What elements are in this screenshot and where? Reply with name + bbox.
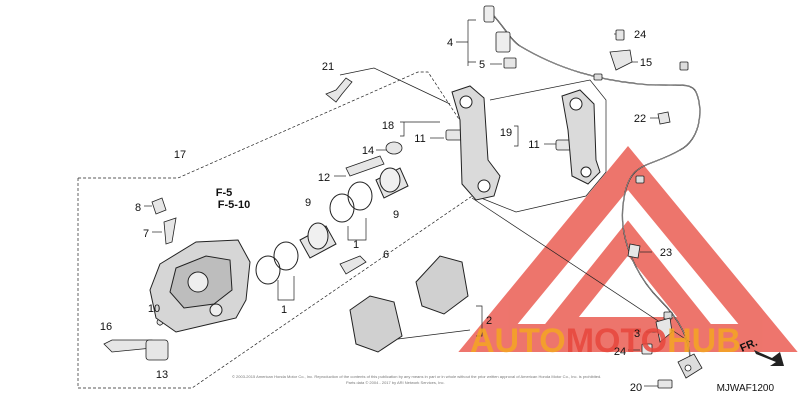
caliper-body: [149, 239, 251, 333]
callout-3[interactable]: 3: [634, 328, 640, 340]
fasteners: [103, 29, 673, 389]
callout-7[interactable]: 7: [143, 228, 149, 240]
callout-20[interactable]: 20: [630, 382, 642, 394]
callout-4[interactable]: 4: [447, 37, 453, 49]
callout-16[interactable]: 16: [100, 321, 112, 333]
callout-9a[interactable]: 9: [305, 197, 311, 209]
callout-22[interactable]: 22: [634, 113, 646, 125]
diagram-code: MJWAF1200: [717, 383, 775, 394]
callout-23[interactable]: 23: [660, 247, 672, 259]
watermark-moto: MOTO: [566, 322, 667, 360]
brake-pads: [349, 255, 469, 353]
ref-label-f5-10[interactable]: F-5-10: [218, 199, 250, 211]
watermark-text: AUTOMOTOHUB: [470, 322, 741, 360]
svg-text:AUTOMOTOHUB: AUTOMOTOHUB: [470, 322, 741, 360]
callout-1a[interactable]: 1: [281, 304, 287, 316]
caliper-bracket-19: [561, 89, 601, 185]
callout-5[interactable]: 5: [479, 59, 485, 71]
ref-label-f5[interactable]: F-5: [216, 187, 233, 199]
sensor-connector-4: [483, 5, 511, 53]
callout-24b[interactable]: 24: [614, 346, 626, 358]
callout-17[interactable]: 17: [174, 149, 186, 161]
callout-1b[interactable]: 1: [353, 239, 359, 251]
watermark-triangle: [458, 145, 798, 352]
copyright-line-1: © 2003-2015 American Honda Motor Co., In…: [232, 374, 601, 379]
callout-24a[interactable]: 24: [634, 29, 646, 41]
callout-8[interactable]: 8: [135, 202, 141, 214]
callout-12[interactable]: 12: [318, 172, 330, 184]
speed-sensor-head: [677, 353, 703, 379]
callout-14[interactable]: 14: [362, 145, 374, 157]
wire-clips: [593, 61, 689, 320]
callout-13[interactable]: 13: [156, 369, 168, 381]
callout-9b[interactable]: 9: [393, 209, 399, 221]
callout-11b[interactable]: 11: [528, 139, 539, 151]
front-arrow: [754, 350, 784, 366]
callout-10[interactable]: 10: [148, 303, 160, 315]
watermark-auto: AUTO: [470, 322, 566, 360]
callout-21[interactable]: 21: [322, 61, 334, 73]
copyright-line-2: Parts data © 2004 - 2017 by ARI Network …: [346, 380, 445, 385]
callout-6[interactable]: 6: [383, 249, 389, 261]
callout-18[interactable]: 18: [382, 120, 394, 132]
callout-19[interactable]: 19: [500, 127, 512, 139]
pistons-and-seals: [255, 167, 409, 285]
callout-2[interactable]: 2: [486, 315, 492, 327]
callout-11a[interactable]: 11: [414, 133, 425, 145]
caliper-bracket-18: [451, 85, 501, 201]
callout-15[interactable]: 15: [640, 57, 652, 69]
assembly-boundary-17: [77, 71, 479, 389]
watermark-hub: HUB: [667, 322, 741, 360]
